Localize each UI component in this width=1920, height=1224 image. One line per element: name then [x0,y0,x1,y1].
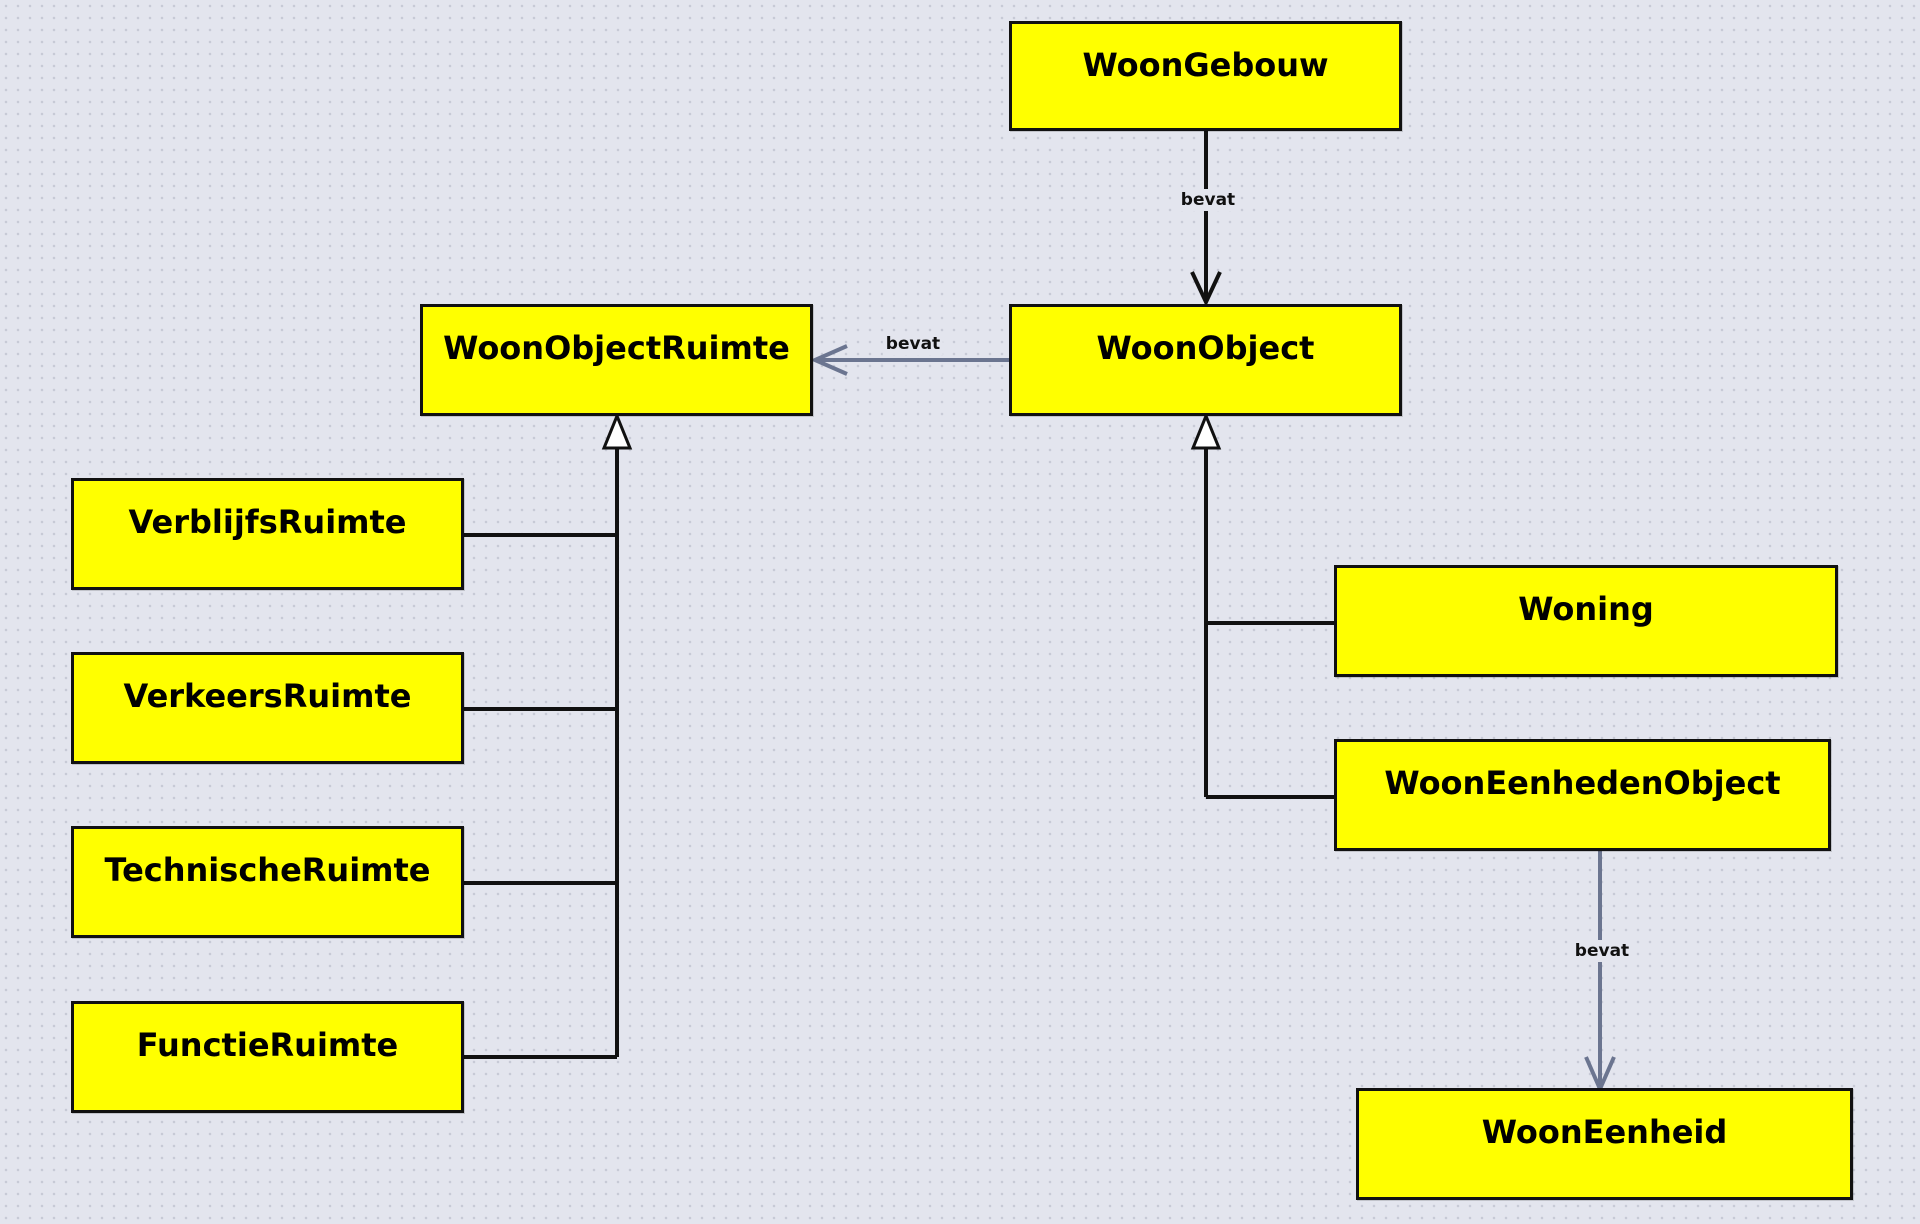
node-wooneenhedenobject[interactable]: WoonEenhedenObject [1334,739,1831,851]
edge-label-gebouw-object: bevat [1177,189,1239,211]
node-functieruimte[interactable]: FunctieRuimte [71,1001,464,1113]
node-wooneenheid[interactable]: WoonEenheid [1356,1088,1853,1200]
node-woonobject[interactable]: WoonObject [1009,304,1402,416]
edge-label-object-ruimte: bevat [882,333,944,355]
node-technischeruimte[interactable]: TechnischeRuimte [71,826,464,938]
generalization-arrow-woonobject [1190,412,1222,450]
edge-label-eenhedenobject-eenheid: bevat [1571,940,1633,962]
node-verblijfsruimte[interactable]: VerblijfsRuimte [71,478,464,590]
arrowhead-woonobjectruimte [810,344,848,376]
node-woning[interactable]: Woning [1334,565,1838,677]
node-verkeersruimte[interactable]: VerkeersRuimte [71,652,464,764]
node-woongebouw[interactable]: WoonGebouw [1009,21,1402,131]
arrowhead-woonobject [1190,271,1222,307]
generalization-arrow-woonobjectruimte [601,412,633,450]
node-woonobjectruimte[interactable]: WoonObjectRuimte [420,304,813,416]
